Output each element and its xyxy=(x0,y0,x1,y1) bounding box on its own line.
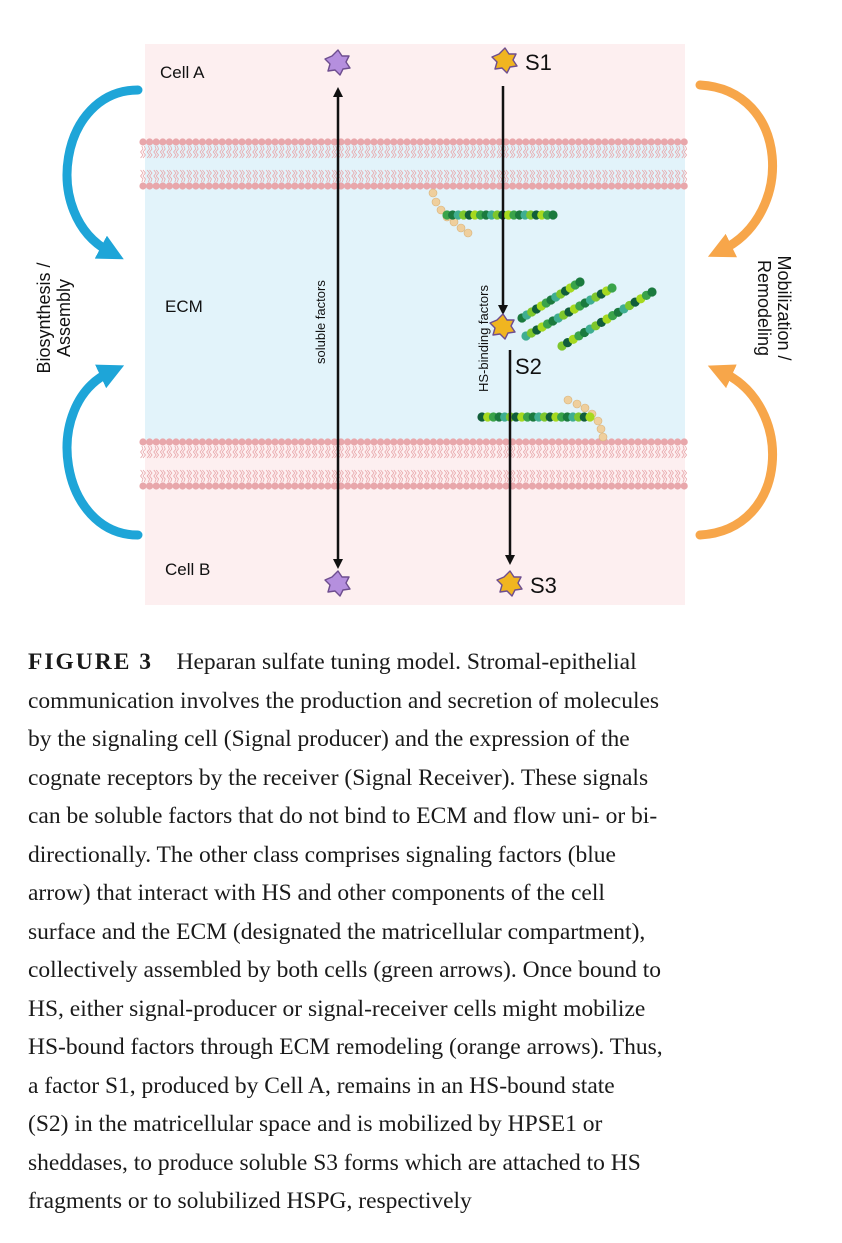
caption-text: Heparan sulfate tuning model. Stromal-ep… xyxy=(176,649,637,675)
caption-line: a factor S1, produced by Cell A, remains… xyxy=(28,1072,615,1099)
caption-line: (S2) in the matricellular space and is m… xyxy=(28,1111,603,1137)
blue-arrow-bottom xyxy=(62,364,143,540)
s1-label: S1 xyxy=(525,50,552,75)
figure-label: FIGURE 3 xyxy=(28,649,154,675)
orange-arrow-top xyxy=(695,80,777,258)
blue-arrow-top xyxy=(62,85,143,260)
caption-line: FIGURE 3 Heparan sulfate tuning model. S… xyxy=(28,643,818,682)
s2-label: S2 xyxy=(515,354,542,379)
cell-b-region xyxy=(145,440,685,605)
caption-line: arrow) that interact with HS and other c… xyxy=(28,880,605,906)
figure-caption: FIGURE 3 Heparan sulfate tuning model. S… xyxy=(28,643,818,1221)
caption-line: HS-bound factors through ECM remodeling … xyxy=(28,1034,663,1060)
soluble-factors-label: soluble factors xyxy=(313,280,328,364)
caption-line: HS, either signal-producer or signal-rec… xyxy=(28,995,646,1022)
caption-line: by the signaling cell (Signal producer) … xyxy=(28,726,630,752)
caption-line: surface and the ECM (designated the matr… xyxy=(28,918,646,945)
caption-line: communication involves the production an… xyxy=(28,687,660,714)
right-side-label-line1: Mobilization / xyxy=(774,255,794,360)
cell-b-membrane xyxy=(139,438,688,490)
cell-a-label: Cell A xyxy=(160,63,205,82)
caption-line: sheddases, to produce soluble S3 forms w… xyxy=(28,1149,641,1176)
ecm-label: ECM xyxy=(165,297,203,316)
heparan-sulfate-diagram: Cell A Cell B ECM S1 S2 S3 soluble facto… xyxy=(34,44,794,605)
right-side-label-line2: Remodeling xyxy=(754,260,774,356)
hs-binding-factors-label: HS-binding factors xyxy=(476,285,491,392)
left-side-label-line2: Assembly xyxy=(54,279,74,357)
hs-chains xyxy=(428,188,657,442)
orange-arrow-bottom xyxy=(695,364,777,540)
cell-a-membrane xyxy=(139,138,688,190)
caption-line: cognate receptors by the receiver (Signa… xyxy=(28,764,649,791)
s3-label: S3 xyxy=(530,573,557,598)
cell-b-label: Cell B xyxy=(165,560,210,579)
left-side-label-line1: Biosynthesis / xyxy=(34,262,54,373)
cell-a-region xyxy=(145,44,685,144)
caption-line: collectively assembled by both cells (gr… xyxy=(28,957,661,983)
caption-line: directionally. The other class comprises… xyxy=(28,841,616,868)
caption-line: fragments or to solubilized HSPG, respec… xyxy=(28,1188,472,1214)
caption-line: can be soluble factors that do not bind … xyxy=(28,803,658,829)
